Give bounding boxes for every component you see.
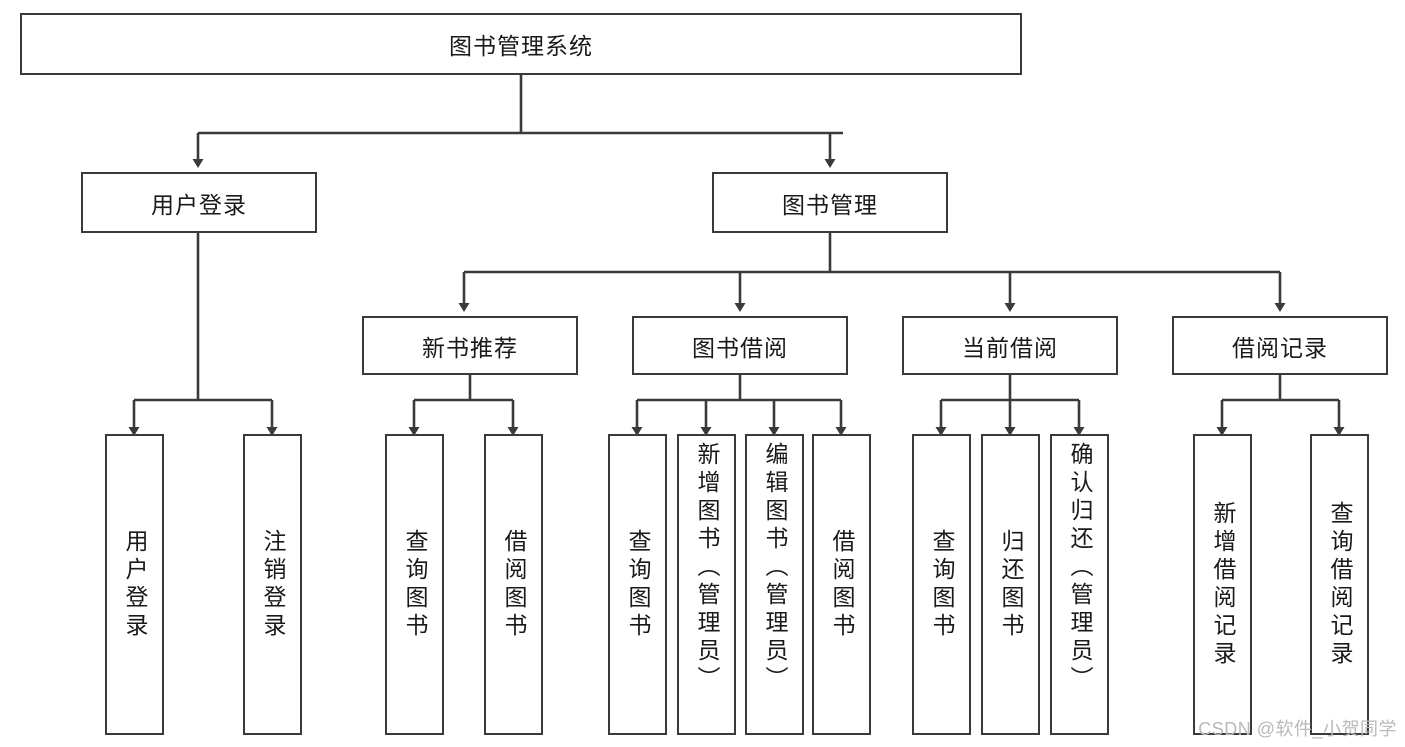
node-label: 查询图书: [402, 528, 428, 641]
node-label: 新增借阅记录: [1210, 500, 1236, 669]
node-leaf-query-book-1[interactable]: 查询图书: [385, 434, 444, 735]
node-leaf-borrow-book-1[interactable]: 借阅图书: [484, 434, 543, 735]
node-label: 借阅记录: [1232, 334, 1328, 361]
node-label: 查询借阅记录: [1327, 500, 1353, 669]
node-leaf-add-book[interactable]: 新增图书（管理员）: [677, 434, 736, 735]
node-leaf-user-logout[interactable]: 注销登录: [243, 434, 302, 735]
node-book-manage[interactable]: 图书管理: [712, 172, 948, 233]
node-label: 编辑图书（管理员）: [762, 442, 788, 694]
node-leaf-query-record[interactable]: 查询借阅记录: [1310, 434, 1369, 735]
node-leaf-confirm-return[interactable]: 确认归还（管理员）: [1050, 434, 1109, 735]
node-label: 借阅图书: [501, 528, 527, 641]
node-label: 借阅图书: [829, 528, 855, 641]
node-label: 图书管理系统: [449, 33, 593, 59]
node-label: 注销登录: [260, 528, 286, 641]
node-leaf-user-login[interactable]: 用户登录: [105, 434, 164, 735]
node-label: 新书推荐: [422, 334, 518, 361]
csdn-watermark: CSDN @软件_小贺同学: [1198, 719, 1397, 739]
node-user-login[interactable]: 用户登录: [81, 172, 317, 233]
node-new-book-recommend[interactable]: 新书推荐: [362, 316, 578, 375]
node-label: 图书借阅: [692, 334, 788, 361]
node-label: 归还图书: [998, 528, 1024, 641]
node-label: 用户登录: [122, 528, 148, 641]
node-label: 查询图书: [625, 528, 651, 641]
node-leaf-return-book[interactable]: 归还图书: [981, 434, 1040, 735]
node-leaf-borrow-book-2[interactable]: 借阅图书: [812, 434, 871, 735]
node-leaf-query-book-2[interactable]: 查询图书: [608, 434, 667, 735]
node-leaf-add-record[interactable]: 新增借阅记录: [1193, 434, 1252, 735]
node-label: 用户登录: [151, 191, 247, 218]
node-root-system[interactable]: 图书管理系统: [20, 13, 1022, 75]
node-label: 确认归还（管理员）: [1067, 442, 1093, 694]
node-book-borrow[interactable]: 图书借阅: [632, 316, 848, 375]
node-borrow-record[interactable]: 借阅记录: [1172, 316, 1388, 375]
node-label: 当前借阅: [962, 334, 1058, 361]
node-current-borrow[interactable]: 当前借阅: [902, 316, 1118, 375]
node-label: 查询图书: [929, 528, 955, 641]
node-label: 新增图书（管理员）: [694, 442, 720, 694]
node-label: 图书管理: [782, 191, 878, 218]
node-leaf-edit-book[interactable]: 编辑图书（管理员）: [745, 434, 804, 735]
node-leaf-query-book-3[interactable]: 查询图书: [912, 434, 971, 735]
